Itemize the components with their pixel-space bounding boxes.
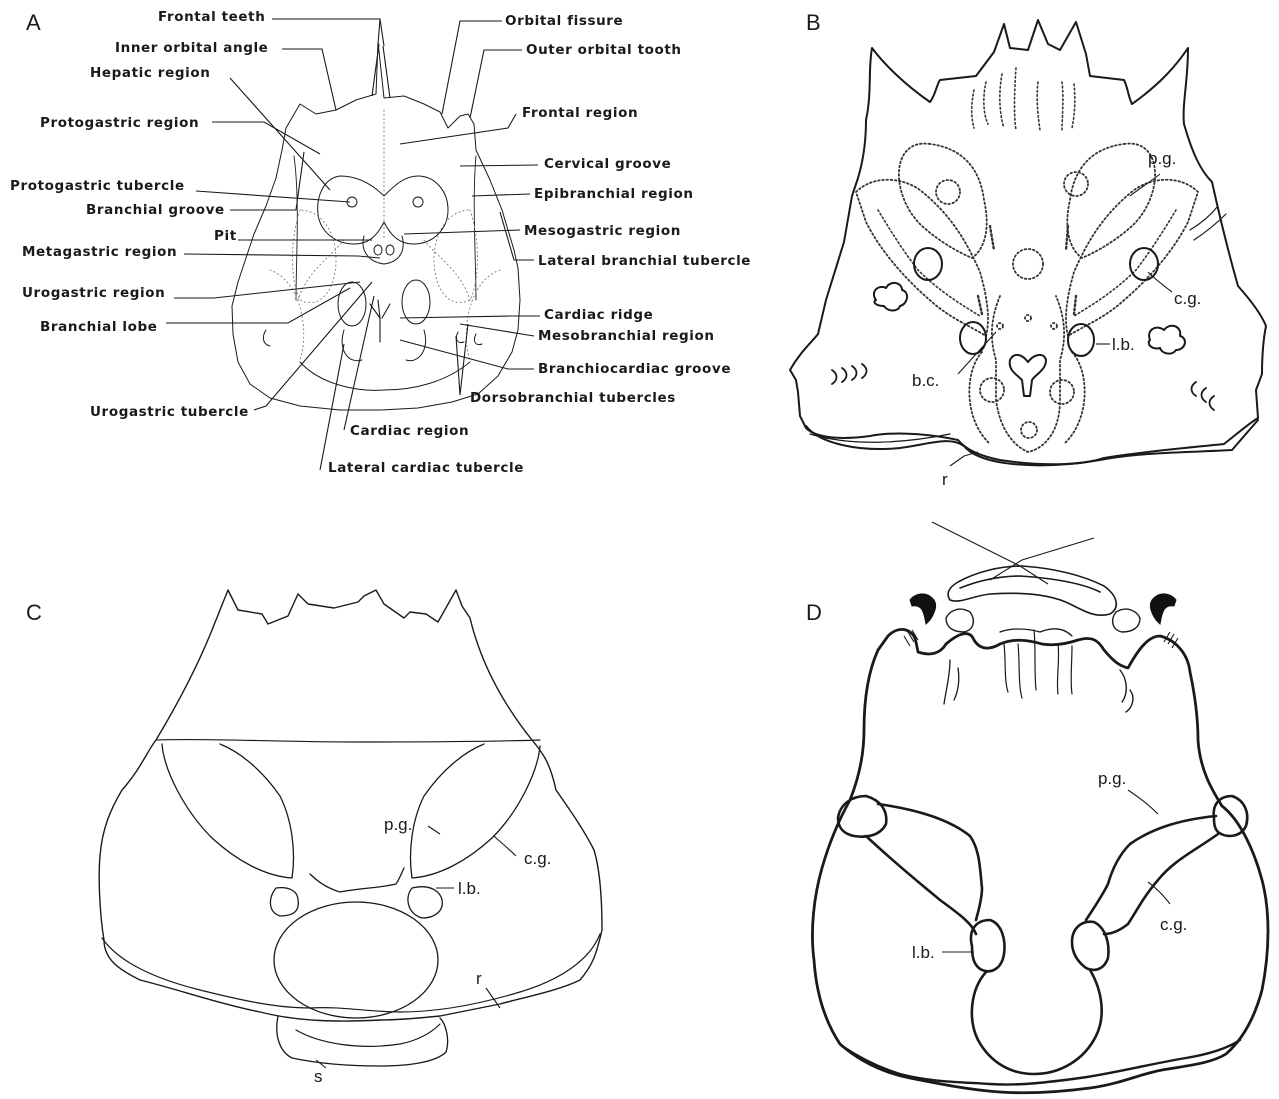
panel-b: B [790, 10, 1266, 489]
label-b-r: r [942, 470, 948, 489]
panel-a-labels: Frontal teeth Inner orbital angle Hepati… [10, 9, 751, 476]
label-frontal-region: Frontal region [522, 105, 638, 121]
label-urogastric-tubercle: Urogastric tubercle [90, 404, 249, 420]
label-d-lb: l.b. [912, 943, 935, 962]
label-mesobranchial-region: Mesobranchial region [538, 328, 715, 344]
label-cardiac-region: Cardiac region [350, 423, 469, 439]
label-inner-orbital-angle: Inner orbital angle [115, 40, 268, 56]
label-frontal-teeth: Frontal teeth [158, 9, 265, 25]
label-urogastric-region: Urogastric region [22, 285, 165, 301]
panel-c-letter: C [26, 600, 42, 625]
label-b-bc: b.c. [912, 371, 939, 390]
panel-d: D [806, 522, 1268, 1093]
panel-b-carapace [790, 20, 1266, 465]
label-d-pg: p.g. [1098, 769, 1126, 788]
panel-d-labels: p.g. c.g. l.b. [912, 769, 1187, 962]
label-cardiac-ridge: Cardiac ridge [544, 307, 653, 323]
label-b-cg: c.g. [1174, 289, 1201, 308]
panel-a-carapace [232, 42, 520, 410]
label-mesogastric-region: Mesogastric region [524, 223, 681, 239]
label-c-r: r [476, 969, 482, 988]
panel-a: A [10, 9, 751, 476]
panel-c-leaders [316, 826, 516, 1068]
panel-d-carapace [812, 522, 1268, 1093]
label-b-pg: p.g. [1148, 149, 1176, 168]
label-c-lb: l.b. [458, 879, 481, 898]
panel-c-carapace [99, 590, 602, 1066]
label-d-cg: c.g. [1160, 915, 1187, 934]
label-c-s: s [314, 1067, 323, 1086]
label-hepatic-region: Hepatic region [90, 65, 210, 81]
label-protogastric-region: Protogastric region [40, 115, 199, 131]
label-metagastric-region: Metagastric region [22, 244, 177, 260]
label-epibranchial-region: Epibranchial region [534, 186, 694, 202]
label-lateral-cardiac-tubercle: Lateral cardiac tubercle [328, 460, 524, 476]
panel-a-letter: A [26, 10, 41, 35]
label-c-cg: c.g. [524, 849, 551, 868]
label-b-lb: l.b. [1112, 335, 1135, 354]
label-orbital-fissure: Orbital fissure [505, 13, 623, 29]
panel-c: C p.g. c.g. l.b. r s [26, 590, 602, 1086]
label-c-pg: p.g. [384, 815, 412, 834]
label-lateral-branchial-tubercle: Lateral branchial tubercle [538, 253, 751, 269]
label-branchial-lobe: Branchial lobe [40, 319, 157, 335]
label-outer-orbital-tooth: Outer orbital tooth [526, 42, 682, 58]
panel-b-letter: B [806, 10, 821, 35]
label-dorsobranchial-tubercles: Dorsobranchial tubercles [470, 390, 676, 406]
label-protogastric-tubercle: Protogastric tubercle [10, 178, 185, 194]
label-branchial-groove: Branchial groove [86, 202, 225, 218]
label-branchiocardiac-groove: Branchiocardiac groove [538, 361, 731, 377]
panel-d-letter: D [806, 600, 822, 625]
panel-d-leaders [942, 790, 1170, 952]
label-pit: Pit [214, 228, 237, 244]
panel-b-labels: p.g. c.g. l.b. b.c. r [912, 149, 1201, 489]
label-cervical-groove: Cervical groove [544, 156, 671, 172]
